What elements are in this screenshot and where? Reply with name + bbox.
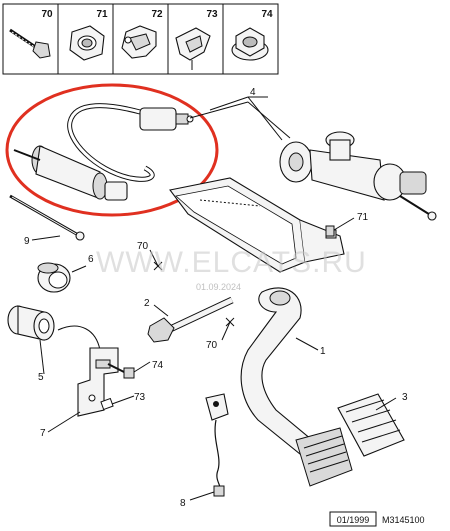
watermark-date: 01.09.2024 xyxy=(196,282,241,292)
footer-date: 01/1999 xyxy=(337,515,370,525)
callout-8: 8 xyxy=(180,498,186,509)
callout-6: 6 xyxy=(88,254,94,265)
header-ref-73: 73 xyxy=(206,9,218,20)
bush xyxy=(7,305,55,341)
header-ref-72: 72 xyxy=(151,9,163,20)
header-ref-74: 74 xyxy=(261,9,273,20)
callout-2: 2 xyxy=(144,298,150,309)
flange-nut-icon xyxy=(231,27,269,61)
bolt-icon xyxy=(9,28,51,59)
pedal-bracket xyxy=(169,177,345,273)
header-ref-71: 71 xyxy=(96,9,108,20)
pedal-pad xyxy=(337,393,405,457)
callout-7: 7 xyxy=(40,428,46,439)
clip-icon xyxy=(121,25,157,59)
leader-lines xyxy=(31,96,397,501)
header-ref-70: 70 xyxy=(41,9,53,20)
callout-70b: 70 xyxy=(206,340,218,351)
small-nut xyxy=(123,367,135,379)
pedal-sensor xyxy=(205,393,229,497)
footer-ref: M3145100 xyxy=(382,515,425,525)
pivot-bolt xyxy=(147,296,234,343)
push-rod xyxy=(9,194,85,241)
pedal-arm xyxy=(240,287,353,487)
callout-70a: 70 xyxy=(137,241,149,252)
clip-icon xyxy=(175,27,211,70)
header-parts-strip: 70 71 72 73 74 xyxy=(2,3,279,75)
callout-1: 1 xyxy=(320,346,326,357)
watermark-text: WWW.ELCATS.RU xyxy=(96,246,367,279)
switch-bracket xyxy=(57,325,129,417)
callout-71: 71 xyxy=(357,212,369,223)
highlight-ellipse xyxy=(5,83,219,217)
callout-4: 4 xyxy=(250,87,256,98)
callout-74: 74 xyxy=(152,360,164,371)
master-cylinder-assembly xyxy=(189,101,437,221)
stud xyxy=(325,225,335,237)
small-clip xyxy=(100,397,114,411)
callout-73: 73 xyxy=(134,392,146,403)
hex-nut-icon xyxy=(69,25,105,61)
callout-9: 9 xyxy=(24,236,30,247)
callout-5: 5 xyxy=(38,372,44,383)
highlighted-switch-assembly xyxy=(5,83,219,217)
footer: 01/1999 M3145100 xyxy=(329,511,425,527)
callout-3: 3 xyxy=(402,392,408,403)
grommet-ring xyxy=(37,262,71,293)
